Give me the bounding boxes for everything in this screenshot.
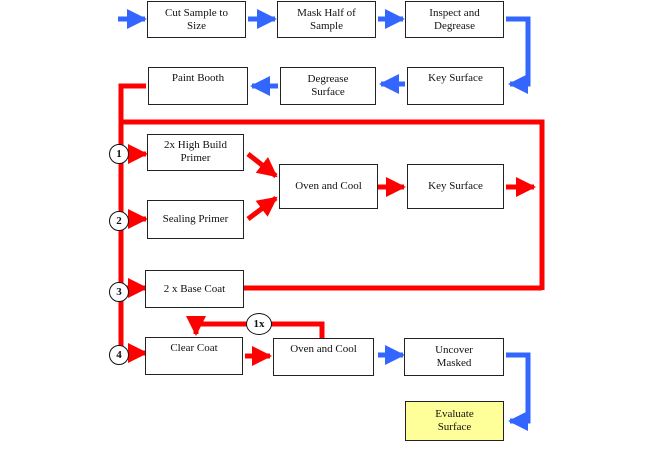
step-evaluate-surface: Evaluate Surface (405, 401, 504, 441)
step-high-build-primer: 2x High Build Primer (147, 134, 244, 171)
arrow-inspect-to-key (506, 16, 531, 94)
arrow-highbuild-to-oven (246, 152, 278, 178)
step-sealing-primer: Sealing Primer (147, 200, 244, 239)
step-oven-cool-2: Oven and Cool (273, 338, 374, 376)
return-loop (121, 119, 545, 290)
coating-bus (118, 83, 146, 356)
marker-2: 2 (109, 211, 129, 231)
arrow-uncover-to-evaluate (506, 352, 531, 431)
step-uncover-masked: Uncover Masked (404, 338, 504, 376)
marker-3: 3 (109, 282, 129, 302)
step-inspect-degrease: Inspect and Degrease (405, 1, 504, 38)
arrow-sealing-to-oven (246, 196, 278, 221)
step-cut-sample: Cut Sample to Size (147, 1, 246, 38)
step-base-coat: 2 x Base Coat (145, 270, 244, 308)
step-clear-coat: Clear Coat (145, 337, 243, 375)
step-oven-cool-1: Oven and Cool (279, 164, 378, 209)
step-key-surface-1: Key Surface (407, 67, 504, 105)
step-degrease-surface: Degrease Surface (280, 67, 376, 105)
marker-4: 4 (109, 345, 129, 365)
step-mask-half: Mask Half of Sample (277, 1, 376, 38)
marker-1: 1 (109, 144, 129, 164)
repeat-marker: 1x (246, 313, 272, 335)
step-paint-booth: Paint Booth (148, 67, 248, 105)
step-key-surface-2: Key Surface (407, 164, 504, 209)
